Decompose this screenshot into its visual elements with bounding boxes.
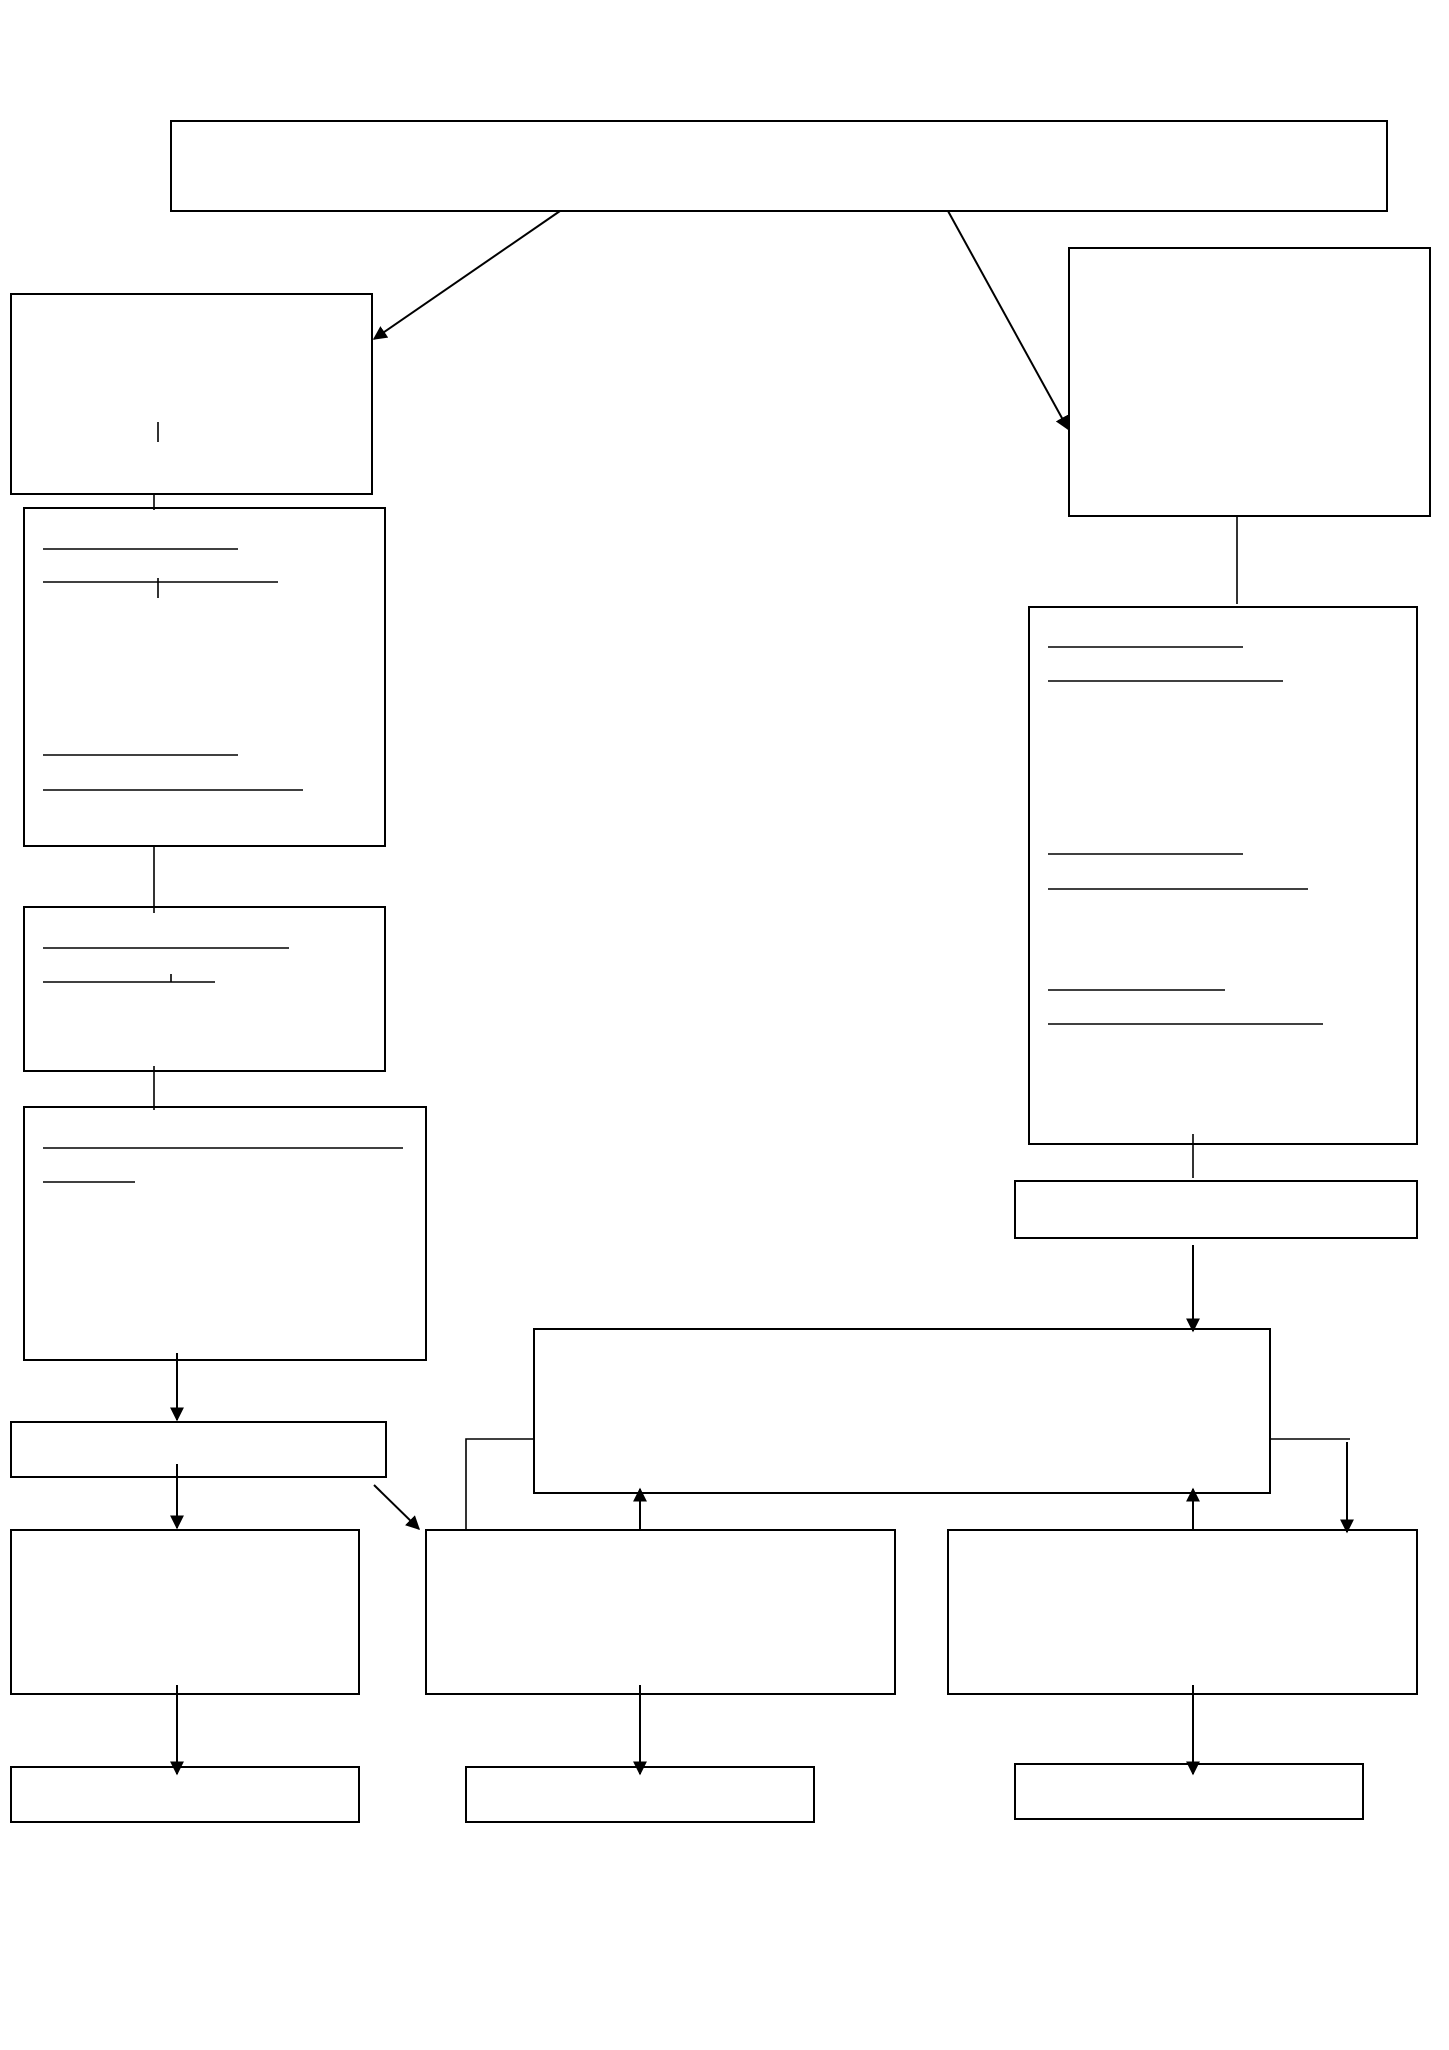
right-bottom-box <box>1014 1763 1364 1820</box>
right-box-4 <box>947 1529 1418 1695</box>
left-box-7 <box>10 1766 360 1823</box>
right-box-3 <box>1014 1180 1418 1239</box>
left-box-2 <box>23 507 386 847</box>
left-box-1 <box>10 293 373 495</box>
center-box <box>533 1328 1271 1494</box>
left-box-3 <box>23 906 386 1072</box>
left-box-6 <box>10 1529 360 1695</box>
arrow-left-5-to-mid <box>373 1484 421 1530</box>
right-box-1 <box>1068 247 1431 517</box>
arrow-top-to-right <box>947 210 1069 431</box>
right-box-2 <box>1028 606 1418 1145</box>
arrow-top-to-left <box>372 210 561 340</box>
connector-center-to-mid <box>465 1438 534 1530</box>
mid-bottom-box <box>465 1766 815 1823</box>
mid-box <box>425 1529 896 1695</box>
left-box-4 <box>23 1106 427 1361</box>
left-box-5 <box>10 1421 387 1478</box>
top-box <box>170 120 1388 212</box>
